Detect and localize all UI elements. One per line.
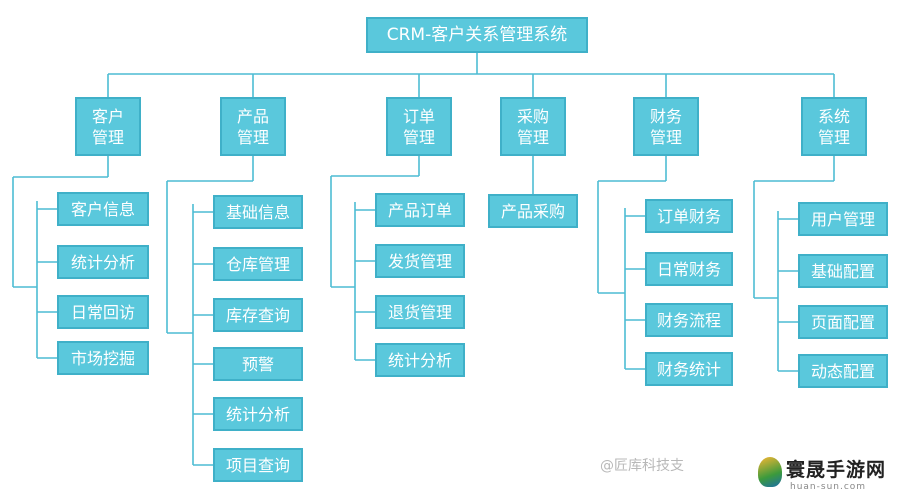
item-system-dynamic-config: 动态配置 xyxy=(798,354,888,388)
module-purchase: 采购 管理 xyxy=(500,97,566,156)
item-system-basic-config: 基础配置 xyxy=(798,254,888,288)
item-product-stats: 统计分析 xyxy=(213,397,303,431)
module-order: 订单 管理 xyxy=(386,97,452,156)
item-finance-daily: 日常财务 xyxy=(645,252,733,286)
item-finance-stats: 财务统计 xyxy=(645,352,733,386)
item-order-shipping: 发货管理 xyxy=(375,244,465,278)
module-system: 系统 管理 xyxy=(801,97,867,156)
item-product-basic: 基础信息 xyxy=(213,195,303,229)
item-customer-market: 市场挖掘 xyxy=(57,341,149,375)
watermark-text: @匠库科技支 xyxy=(600,458,684,474)
item-product-project: 项目查询 xyxy=(213,448,303,482)
module-product: 产品 管理 xyxy=(220,97,286,156)
item-customer-info: 客户信息 xyxy=(57,192,149,226)
brand-title: 寰晟手游网 xyxy=(786,459,887,481)
brand-badge: 寰晟手游网 huan-sun.com xyxy=(752,453,897,500)
item-system-users: 用户管理 xyxy=(798,202,888,236)
item-finance-order: 订单财务 xyxy=(645,199,733,233)
item-order-product: 产品订单 xyxy=(375,193,465,227)
item-customer-stats: 统计分析 xyxy=(57,245,149,279)
brand-subtitle: huan-sun.com xyxy=(790,482,867,492)
item-purchase-product: 产品采购 xyxy=(488,194,578,228)
item-product-alert: 预警 xyxy=(213,347,303,381)
item-product-inventory: 库存查询 xyxy=(213,298,303,332)
item-system-page-config: 页面配置 xyxy=(798,305,888,339)
module-finance: 财务 管理 xyxy=(633,97,699,156)
item-customer-visit: 日常回访 xyxy=(57,295,149,329)
item-product-warehouse: 仓库管理 xyxy=(213,247,303,281)
item-finance-flow: 财务流程 xyxy=(645,303,733,337)
item-order-return: 退货管理 xyxy=(375,295,465,329)
brand-logo-icon xyxy=(758,457,782,487)
root-node: CRM-客户关系管理系统 xyxy=(366,17,588,53)
item-order-stats: 统计分析 xyxy=(375,343,465,377)
module-customer: 客户 管理 xyxy=(75,97,141,156)
